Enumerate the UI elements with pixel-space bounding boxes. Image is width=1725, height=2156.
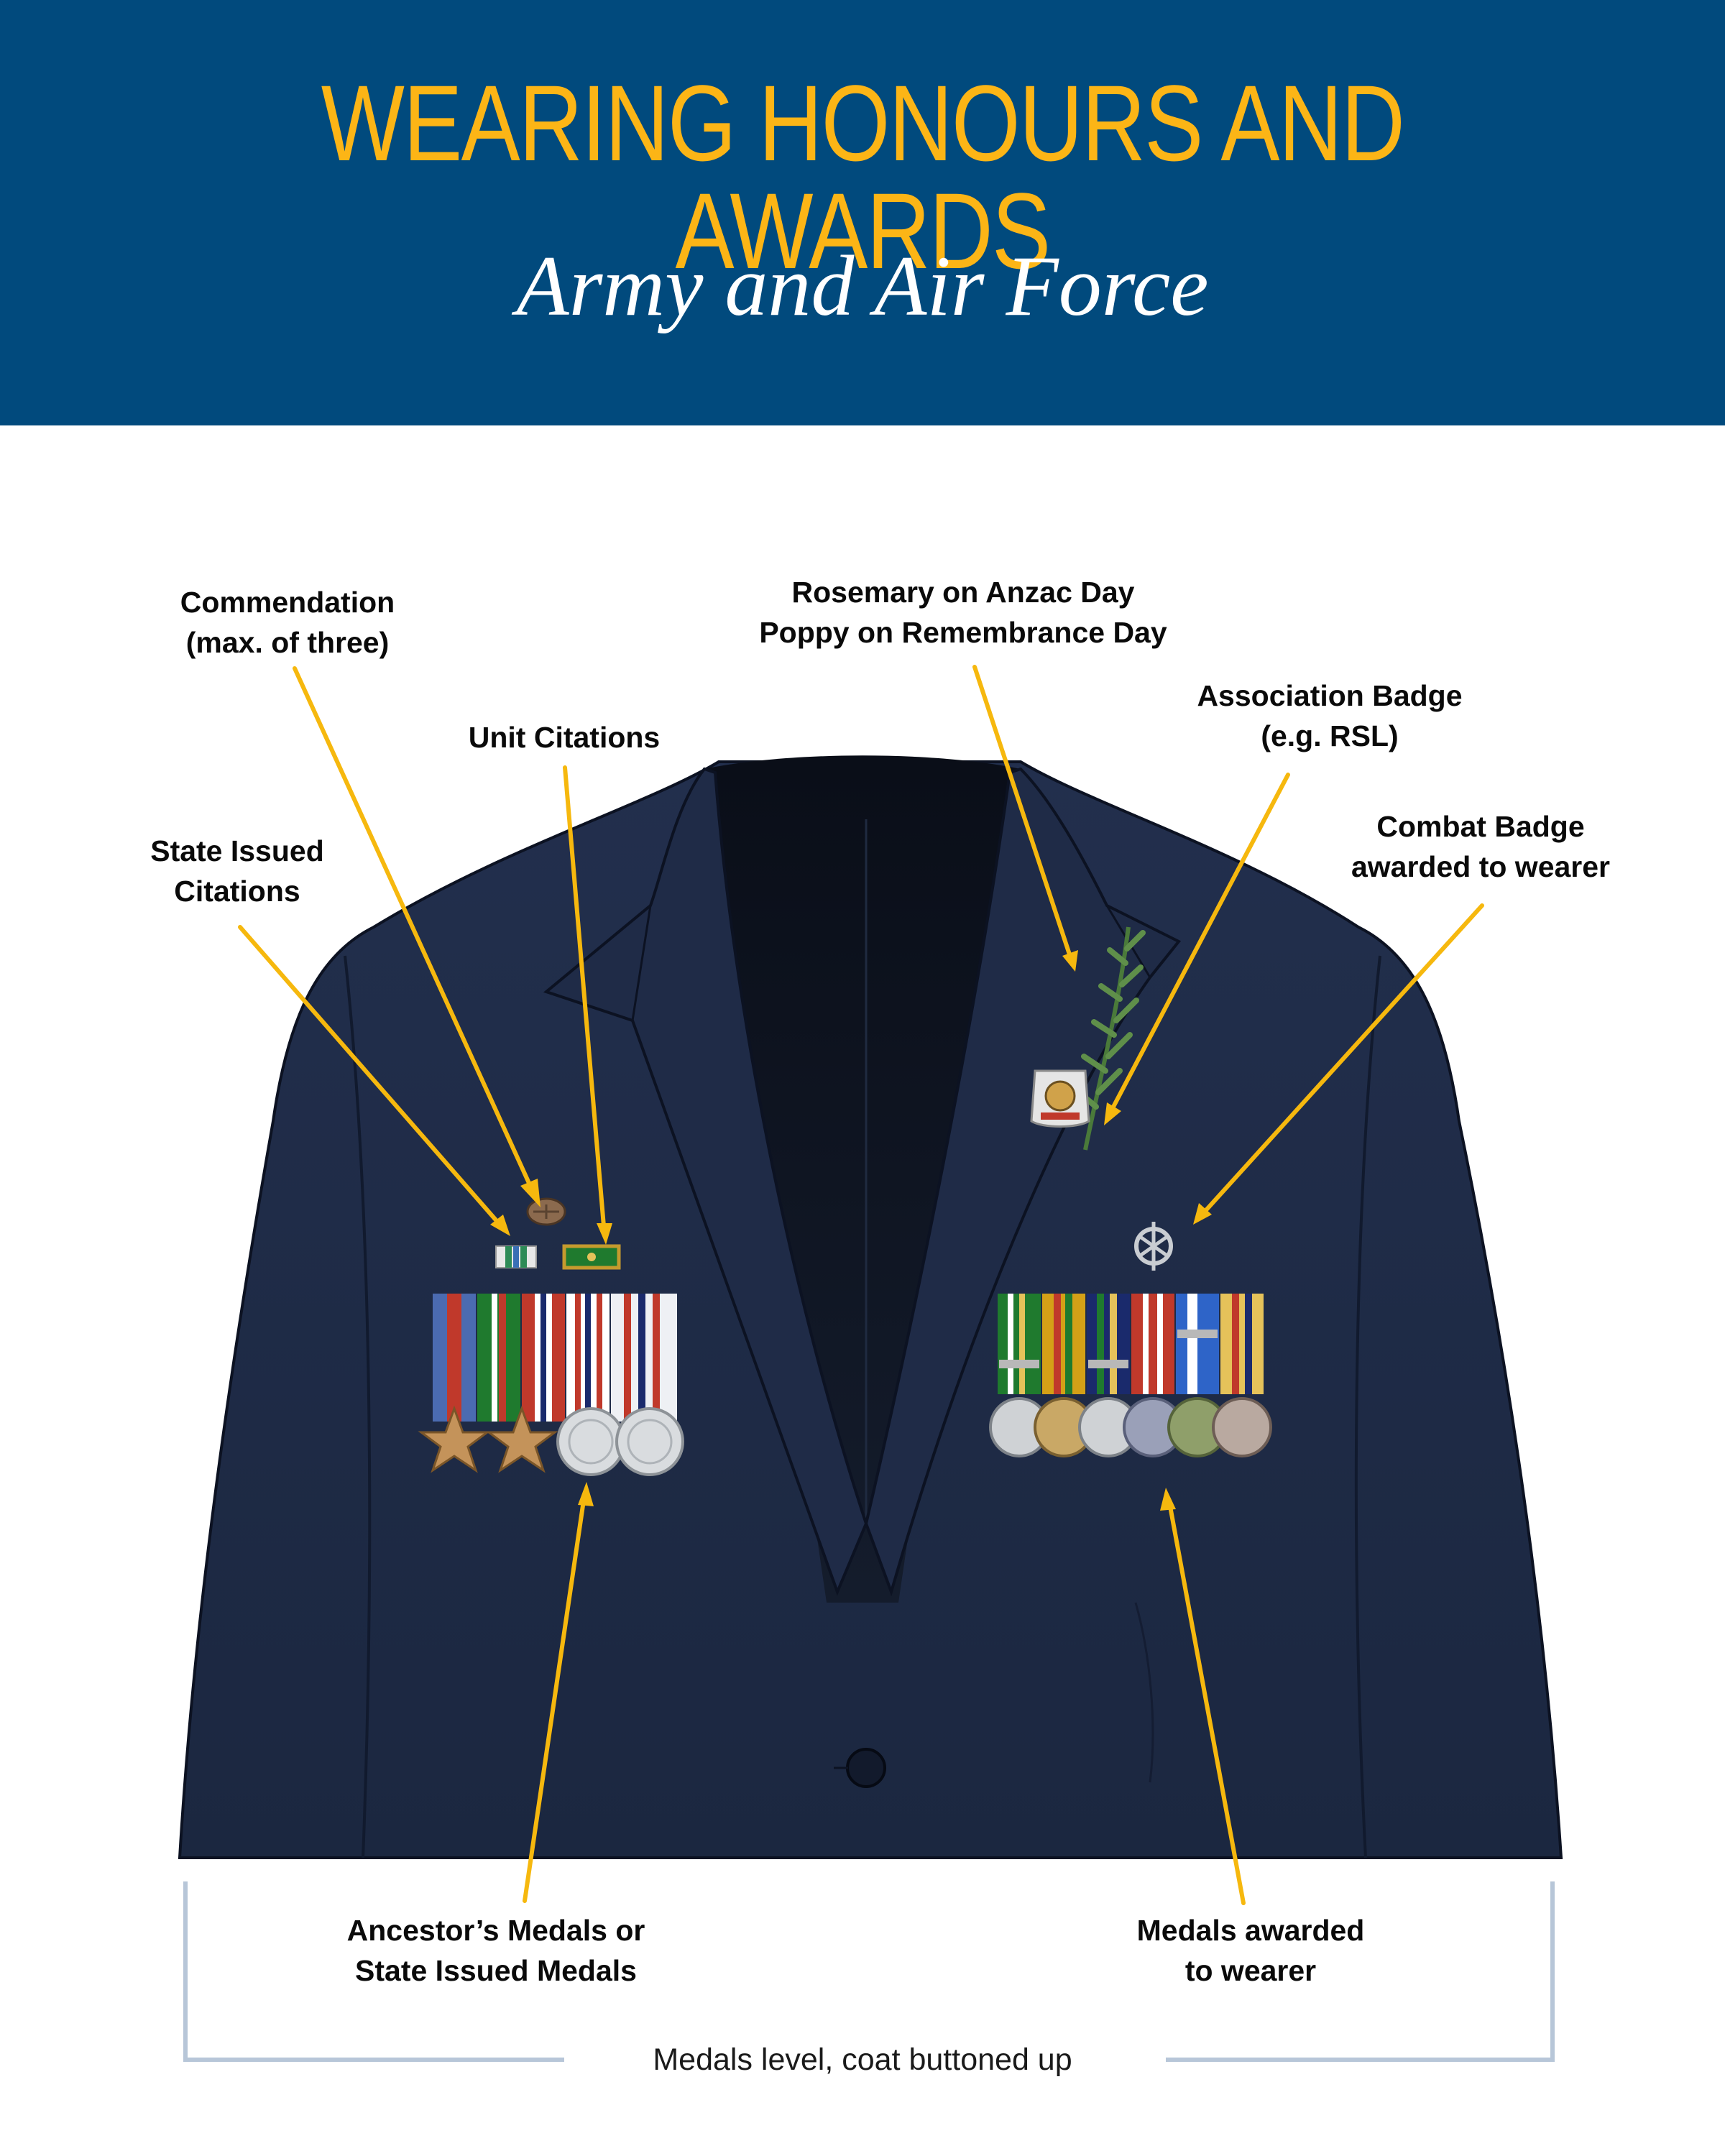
wearer-medals-group (989, 1294, 1272, 1457)
footnote-medals-level: Medals level, coat buttoned up (653, 2042, 1072, 2077)
label-association-badge: Association Badge(e.g. RSL) (1197, 679, 1463, 752)
header-banner (0, 0, 1725, 425)
label-commendation: Commendation(max. of three) (180, 586, 395, 659)
right-lapel (864, 767, 1182, 1597)
page-title: WEARING HONOURS AND AWARDS (321, 63, 1405, 291)
unit-citation-ribbon (562, 1244, 621, 1270)
ancestor-medals-group (418, 1294, 684, 1476)
label-unit-citations: Unit Citations (468, 721, 661, 754)
rsl-badge (1030, 1069, 1090, 1128)
bottom-bracket (183, 1881, 1555, 2062)
rosemary-sprig (1072, 926, 1146, 1151)
page-subtitle: Army and Air Force (516, 238, 1209, 333)
jacket-button (846, 1748, 886, 1788)
shirt-opening (704, 755, 1021, 1603)
callout-arrows (238, 665, 1484, 1905)
arrow-heads (490, 950, 1212, 1511)
state-citation-ribbon (495, 1245, 537, 1268)
left-lapel (543, 767, 868, 1596)
combat-badge (1134, 1222, 1173, 1271)
